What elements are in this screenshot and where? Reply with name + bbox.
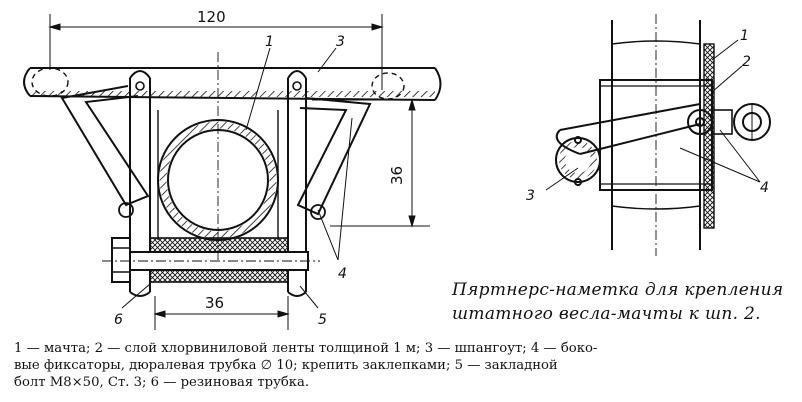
rubber-strip: [703, 43, 715, 229]
legend: 1 — мачта; 2 — слой хлорвиниловой ленты …: [14, 340, 794, 391]
left-view: [23, 52, 442, 297]
label-3-right: 3: [526, 188, 535, 204]
bolt-head: [111, 237, 131, 283]
frame-hatched-strip: [30, 91, 435, 97]
dim-width-120: 120: [197, 8, 226, 26]
label-4-left: 4: [338, 266, 347, 282]
collar: [599, 79, 713, 191]
legend-line-1: 1 — мачта; 2 — слой хлорвиниловой ленты …: [14, 341, 598, 356]
left-fixator: [60, 85, 150, 207]
label-3-left: 3: [336, 34, 345, 50]
label-6-left: 6: [114, 312, 123, 328]
dim-bottom-36: 36: [205, 294, 224, 312]
dim-height-36: 36: [388, 166, 406, 185]
label-1-left: 1: [265, 34, 274, 50]
left-dimensions: [48, 14, 430, 330]
legend-line-2: вые фиксаторы, дюралевая трубка ∅ 10; кр…: [14, 358, 558, 373]
caption-line-1: Пяртнерс-наметка для крепления: [452, 280, 784, 300]
right-fixator: [296, 97, 372, 216]
label-1-right: 1: [740, 28, 749, 44]
right-fixator-arm: [559, 103, 701, 155]
right-view: [555, 14, 771, 256]
label-5-left: 5: [318, 312, 327, 328]
caption-line-2: штатного весла-мачты к шп. 2.: [452, 304, 761, 324]
figure-caption: Пяртнерс-наметка для крепления штатного …: [452, 278, 800, 326]
label-4-right: 4: [760, 180, 769, 196]
label-2-right: 2: [742, 54, 751, 70]
legend-line-3: болт М8×50, Ст. 3; 6 — резиновая трубка.: [14, 375, 310, 390]
